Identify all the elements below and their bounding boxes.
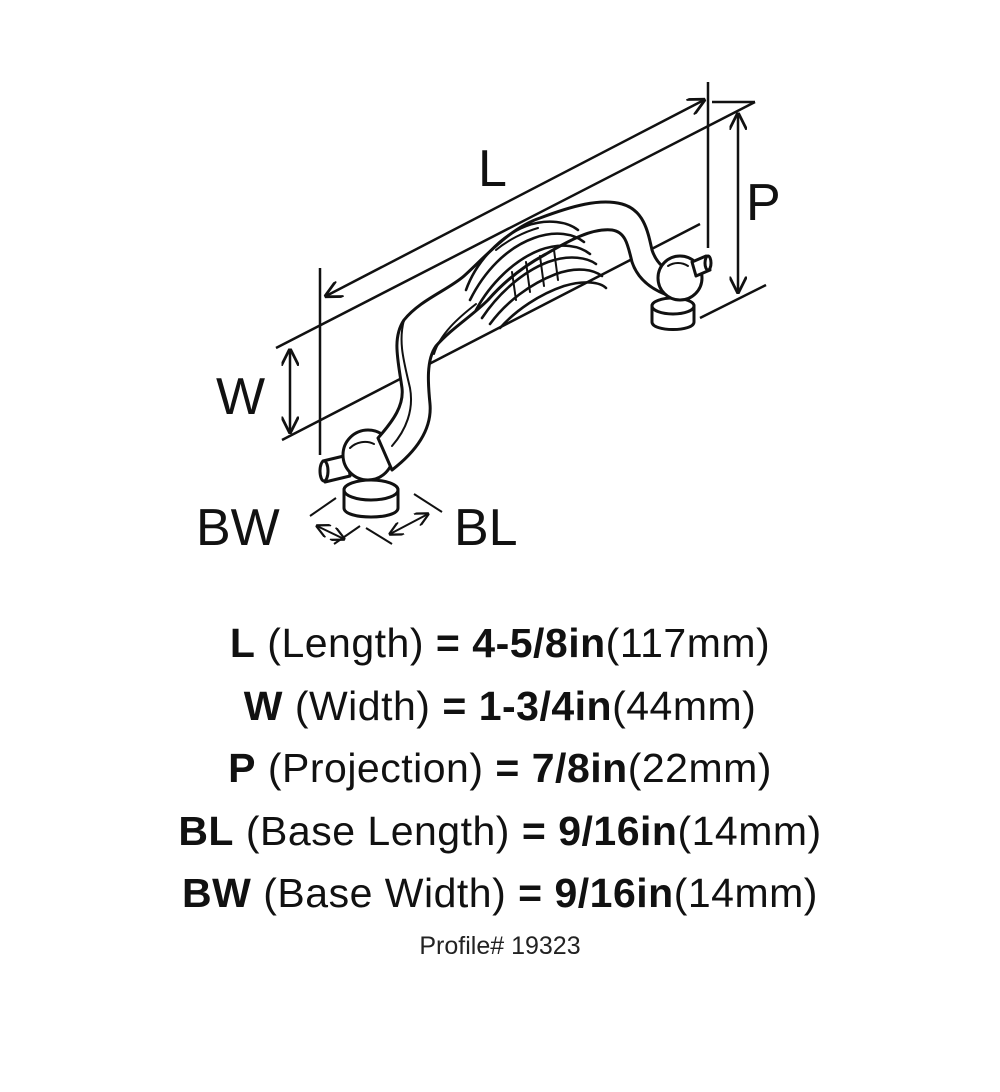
profile-number: Profile# 19323: [419, 932, 581, 960]
base-dimensions: [309, 493, 443, 545]
spec-imperial: 9/16in: [558, 807, 678, 854]
spec-row-width: W (Width) = 1-3/4in(44mm): [0, 675, 1000, 738]
spec-imperial: 4-5/8in: [472, 620, 606, 666]
spec-code: BL: [178, 807, 234, 854]
spec-metric: (14mm): [673, 870, 818, 916]
spec-imperial: 1-3/4in: [478, 682, 613, 729]
spec-code: W: [243, 682, 283, 729]
spec-equals: =: [435, 620, 461, 666]
spec-metric: (14mm): [677, 807, 822, 854]
label-p: P: [746, 174, 781, 232]
spec-code: BW: [182, 870, 252, 916]
spec-row-base-width: BW (Base Width) = 9/16in(14mm): [0, 862, 1000, 925]
spec-name: (Length): [267, 620, 425, 666]
spec-name: (Projection): [267, 745, 484, 791]
spec-row-base-length: BL (Base Length) = 9/16in(14mm): [0, 800, 1000, 863]
spec-name: (Width): [294, 682, 431, 729]
spec-code: L: [229, 620, 256, 666]
label-w: W: [216, 368, 265, 426]
spec-code: P: [228, 745, 256, 791]
label-l: L: [478, 140, 507, 198]
label-bl: BL: [454, 499, 518, 557]
spec-imperial: 9/16in: [554, 870, 674, 916]
spec-row-length: L (Length) = 4-5/8in(117mm): [0, 612, 1000, 675]
spec-equals: =: [495, 745, 520, 791]
projection-dimension: [699, 100, 767, 320]
handle-illustration: [318, 200, 713, 519]
spec-metric: (117mm): [605, 620, 771, 666]
spec-equals: =: [521, 807, 547, 854]
label-bw: BW: [196, 499, 280, 557]
spec-equals: =: [518, 870, 543, 916]
spec-name: (Base Width): [263, 870, 507, 916]
spec-metric: (44mm): [612, 682, 757, 729]
length-dimension: [318, 82, 710, 455]
spec-metric: (22mm): [627, 745, 772, 791]
spec-equals: =: [442, 682, 467, 729]
spec-imperial: 7/8in: [531, 745, 628, 791]
spec-list: L (Length) = 4-5/8in(117mm) W (Width) = …: [0, 612, 1000, 925]
handle-dimension-diagram: L P W BW BL: [196, 82, 781, 557]
spec-row-projection: P (Projection) = 7/8in(22mm): [0, 737, 1000, 800]
spec-name: (Base Length): [245, 807, 510, 854]
